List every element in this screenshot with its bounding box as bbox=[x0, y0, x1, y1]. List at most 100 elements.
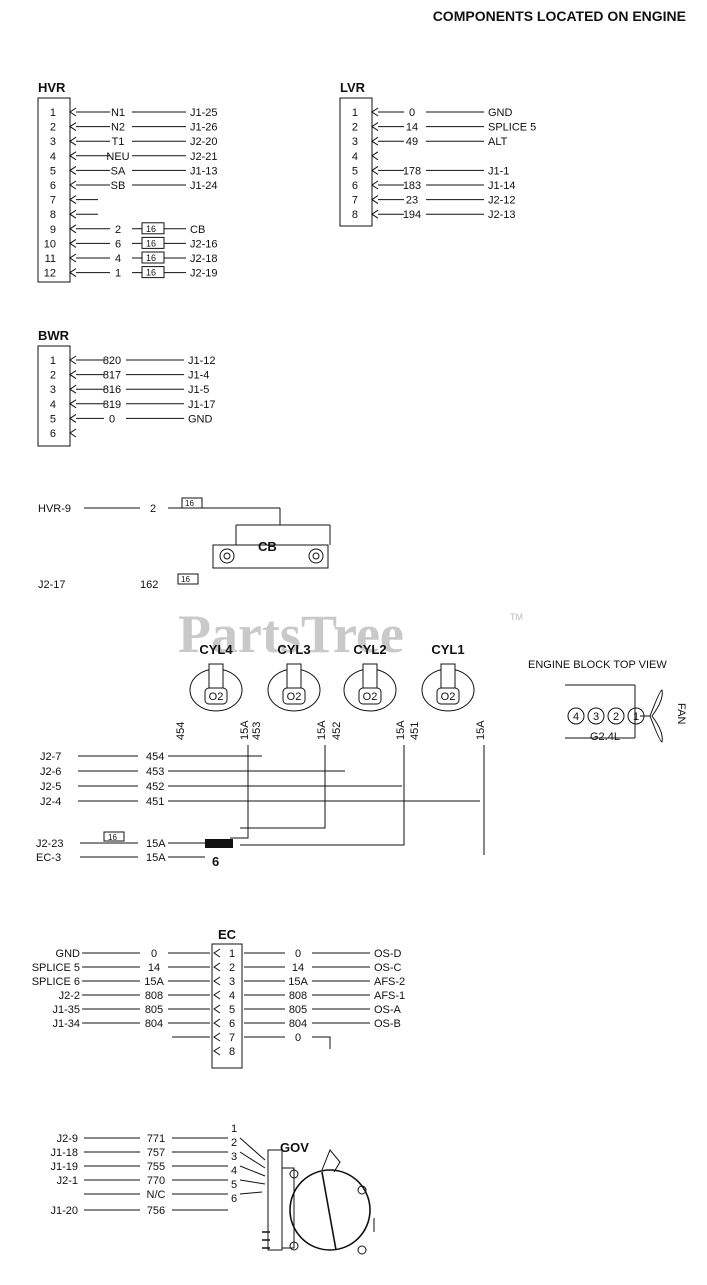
ec-right-wire: 0 bbox=[295, 1032, 301, 1044]
gov-left: J2-9 bbox=[57, 1133, 78, 1145]
lvr-body bbox=[339, 97, 373, 227]
fuse-box bbox=[141, 236, 165, 249]
splice-wire-label: 15A bbox=[146, 838, 166, 850]
cylinder-wire-label: 453 bbox=[251, 722, 263, 740]
gov-wire-label: 770 bbox=[147, 1175, 165, 1187]
hvr-pin: 1 bbox=[50, 107, 56, 119]
hvr-pin: 9 bbox=[50, 224, 56, 236]
lvr-dest: J1-14 bbox=[488, 180, 516, 192]
lvr-wire-label: 49 bbox=[406, 136, 418, 148]
gov-left: J1-18 bbox=[50, 1147, 78, 1159]
hvr-pin: 5 bbox=[50, 165, 56, 177]
harness-wire-label: 454 bbox=[146, 751, 164, 763]
gov-actuator bbox=[281, 1167, 295, 1249]
hvr-wire-label: N2 bbox=[111, 122, 125, 134]
fuse-label: 16 bbox=[146, 253, 156, 263]
hvr-wire-label: 4 bbox=[115, 253, 121, 265]
bwr-pin: 6 bbox=[50, 428, 56, 440]
o2-sensor-base bbox=[436, 687, 460, 705]
o2-sensor-body bbox=[286, 663, 302, 689]
ec-wire bbox=[312, 1036, 331, 1049]
bwr-pin: 3 bbox=[50, 384, 56, 396]
gov-bolt bbox=[289, 1241, 299, 1251]
bwr-wire-label: 816 bbox=[103, 384, 121, 396]
hvr-pin: 7 bbox=[50, 195, 56, 207]
hvr-dest: J2-20 bbox=[190, 136, 218, 148]
ec-left-wire: 804 bbox=[145, 1018, 163, 1030]
o2-sensor-base bbox=[282, 687, 306, 705]
lvr-wire-label: 194 bbox=[403, 209, 421, 221]
harness-wire bbox=[230, 745, 249, 839]
lvr-wire-label: 0 bbox=[409, 107, 415, 119]
gov-wire-label: 757 bbox=[147, 1147, 165, 1159]
ec-left: J2-2 bbox=[59, 990, 80, 1002]
watermark: PartsTree bbox=[178, 604, 404, 664]
ec-right-wire: 805 bbox=[289, 1004, 307, 1016]
pin-arrow bbox=[69, 428, 77, 438]
ec-pin: 5 bbox=[229, 1004, 235, 1016]
gov-left: J1-20 bbox=[50, 1205, 78, 1217]
hvr-wire-label: 1 bbox=[115, 268, 121, 280]
gov-lead bbox=[239, 1137, 266, 1195]
gov-bolt bbox=[357, 1185, 367, 1195]
ec-right-wire: 804 bbox=[289, 1018, 307, 1030]
hvr-pin: 11 bbox=[45, 253, 56, 265]
ec-right: AFS-1 bbox=[374, 990, 405, 1002]
ec-left-wire: 15A bbox=[144, 976, 164, 988]
pin-arrow bbox=[69, 151, 77, 161]
cb-left-top: HVR-9 bbox=[38, 503, 71, 515]
ec-left: J1-34 bbox=[52, 1018, 80, 1030]
cylinder-wire-label: 15A bbox=[239, 720, 251, 740]
pin-arrow bbox=[69, 136, 77, 146]
pin-arrow bbox=[213, 948, 221, 958]
lvr-pin: 1 bbox=[352, 107, 358, 119]
cb-label: CB bbox=[258, 539, 277, 554]
gov-wire-label: 755 bbox=[147, 1161, 165, 1173]
hvr-wire-label: T1 bbox=[112, 136, 125, 148]
pin-arrow bbox=[371, 165, 379, 175]
ec-right-wire: 14 bbox=[292, 962, 304, 974]
splice-block bbox=[205, 839, 233, 848]
ec-right-wire: 808 bbox=[289, 990, 307, 1002]
splice-wire-label: 15A bbox=[146, 852, 166, 864]
lvr-pin: 4 bbox=[352, 151, 358, 163]
lvr-pin: 3 bbox=[352, 136, 358, 148]
splice-left: J2-23 bbox=[36, 838, 64, 850]
gov-pin: 3 bbox=[231, 1151, 237, 1163]
ec-right: OS-D bbox=[374, 948, 402, 960]
lvr-pin: 8 bbox=[352, 209, 358, 221]
o2-sensor-label: O2 bbox=[441, 691, 456, 703]
ec-pin: 1 bbox=[229, 948, 235, 960]
hvr-dest: J1-13 bbox=[190, 165, 218, 177]
hvr-pin: 2 bbox=[50, 122, 56, 134]
lvr-wire-label: 23 bbox=[406, 195, 418, 207]
gov-connector bbox=[262, 1231, 270, 1249]
pin-arrow bbox=[69, 370, 77, 380]
lvr-wire-label: 178 bbox=[403, 165, 421, 177]
pin-arrow bbox=[69, 238, 77, 248]
lvr-dest: SPLICE 5 bbox=[488, 122, 536, 134]
bwr-wire-label: 820 bbox=[103, 355, 121, 367]
pin-arrow bbox=[69, 224, 77, 234]
cylinder-wire-label: 454 bbox=[175, 722, 187, 740]
fuse-box bbox=[141, 222, 165, 235]
bwr-dest: J1-17 bbox=[188, 399, 216, 411]
bwr-dest: J1-12 bbox=[188, 355, 216, 367]
cylinder-label: CYL1 bbox=[431, 642, 464, 657]
fuse-box bbox=[141, 266, 165, 279]
pin-arrow bbox=[371, 151, 379, 161]
lvr-wire-label: 183 bbox=[403, 180, 421, 192]
hvr-wire-label: 2 bbox=[115, 224, 121, 236]
o2-sensor-label: O2 bbox=[209, 691, 224, 703]
fuse-label: 16 bbox=[146, 268, 156, 278]
ec-left-wire: 0 bbox=[151, 948, 157, 960]
cb-fuse-bottom: 16 bbox=[181, 575, 190, 584]
bwr-pin: 5 bbox=[50, 413, 56, 425]
o2-sensor-body bbox=[440, 663, 456, 689]
hvr-pin: 10 bbox=[44, 238, 56, 250]
hvr-wire-label: SB bbox=[111, 180, 126, 192]
hvr-dest: J2-19 bbox=[190, 268, 218, 280]
gov-left: J2-1 bbox=[57, 1175, 78, 1187]
